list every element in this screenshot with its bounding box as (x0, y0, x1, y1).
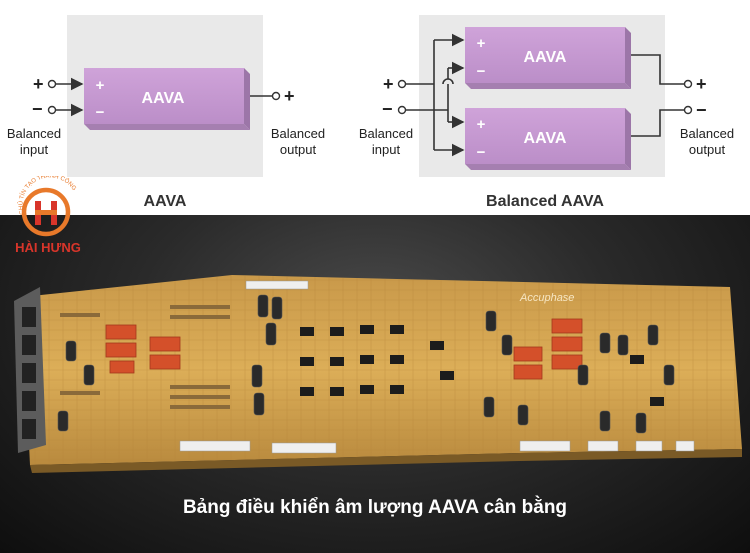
top-block-label: AAVA (524, 49, 567, 66)
diagram-area: AAVA + − + − Balanced input + Balanced o… (0, 0, 750, 215)
top-block-bottom (465, 83, 631, 89)
balanced-output-label-2: output (689, 142, 726, 157)
aava-block-bottom (84, 124, 250, 130)
board-brand: Accuphase (519, 292, 574, 304)
balanced-input-label-1: Balanced (359, 126, 413, 141)
balanced-aava-bottom-block (465, 108, 625, 164)
balanced-aava-caption: Balanced AAVA (486, 193, 604, 210)
aava-output-label-2: output (280, 142, 317, 157)
aava-input-label-1: Balanced (7, 126, 61, 141)
aava-output-label-1: Balanced (271, 126, 325, 141)
aava-block-label: AAVA (142, 90, 185, 107)
aava-block-plus: + (96, 77, 105, 94)
balanced-input-wiring (406, 33, 465, 157)
logo-ring (21, 187, 71, 237)
balanced-output-plus-terminal (683, 79, 693, 89)
aava-input-minus: − (32, 99, 43, 119)
balanced-input-plus-terminal (397, 79, 407, 89)
circuit-board-photo: Accuphase (14, 275, 742, 473)
aava-diagram: AAVA + − + − Balanced input + Balanced o… (7, 15, 325, 210)
aava-input-plus-terminal (47, 79, 57, 89)
ic-chips (300, 325, 664, 406)
bottom-block-bottom (465, 164, 631, 170)
resistor-arrays (60, 305, 230, 409)
aava-block (84, 68, 244, 124)
pcb-edge (30, 449, 742, 473)
balanced-input-minus-terminal (397, 105, 407, 115)
logo-h-bar (35, 210, 57, 215)
aava-block-minus: − (96, 104, 105, 121)
wire-crossover (442, 78, 454, 85)
balanced-input-minus: − (382, 99, 393, 119)
photo-caption: Bảng điều khiển âm lượng AAVA cân bằng (182, 497, 568, 518)
bottom-block-plus: + (477, 116, 486, 133)
balanced-output-minus-terminal (683, 105, 693, 115)
balanced-output-label-1: Balanced (680, 126, 734, 141)
hai-hung-logo: CHỦ TÍN TẠO THÀNH CÔNG HÀI HƯNG (10, 172, 100, 266)
logo-svg: CHỦ TÍN TẠO THÀNH CÔNG HÀI HƯNG (15, 172, 81, 255)
balanced-output-wiring (631, 54, 684, 137)
aava-output-plus: + (284, 86, 295, 106)
pin-headers (179, 280, 695, 454)
top-block-minus: − (477, 63, 486, 80)
bracket-connectors (22, 307, 36, 439)
aava-caption: AAVA (144, 193, 187, 210)
bottom-block-minus: − (477, 144, 486, 161)
diagram-svg: AAVA + − + − Balanced input + Balanced o… (7, 15, 734, 210)
board-photo-area: Accuphase (0, 215, 750, 553)
aava-block-side (244, 68, 250, 130)
bottom-block-side (625, 108, 631, 170)
red-relays (105, 318, 583, 380)
logo-name: HÀI HƯNG (15, 240, 81, 255)
bottom-block-label: AAVA (524, 130, 567, 147)
balanced-aava-top-block (465, 27, 625, 83)
balanced-output-plus: + (696, 74, 707, 94)
balanced-aava-diagram: AAVA + − AAVA + − + − (359, 15, 734, 210)
balanced-input-plus: + (383, 74, 394, 94)
balanced-input-label-2: input (372, 142, 401, 157)
balanced-output-minus: − (696, 100, 707, 120)
aava-output-terminal (271, 91, 281, 101)
aava-input-label-2: input (20, 142, 49, 157)
aava-input-minus-terminal (47, 105, 57, 115)
top-block-plus: + (477, 35, 486, 52)
capacitors (57, 294, 675, 434)
aava-input-plus: + (33, 74, 44, 94)
top-block-side (625, 27, 631, 89)
